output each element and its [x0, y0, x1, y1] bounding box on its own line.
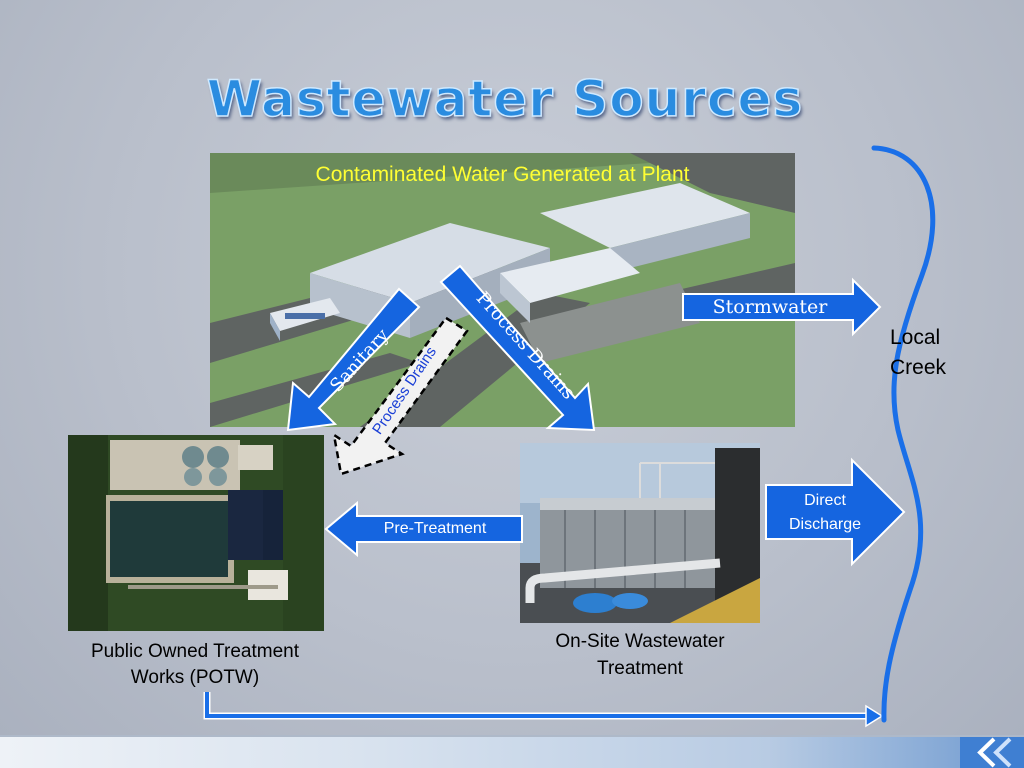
- sanitary-arrow: [286, 287, 421, 432]
- plant-rendering-image: [210, 153, 795, 427]
- footer-divider: [0, 735, 1024, 737]
- potw-caption-line1: Public Owned Treatment: [90, 641, 300, 662]
- direct-discharge-arrow: [765, 457, 906, 567]
- onsite-treatment-image: [520, 443, 760, 623]
- process-drains-dashed-arrow: [332, 316, 469, 476]
- onsite-caption-line2: Treatment: [597, 658, 683, 679]
- local-creek-label-line1: Local: [890, 326, 941, 349]
- slide-title: Wastewater Sources: [206, 69, 804, 129]
- direct-discharge-label-line1: Direct: [804, 492, 846, 509]
- pre-treatment-arrow-label: Pre-Treatment: [383, 520, 487, 537]
- plant-label: Contaminated Water Generated at Plant: [315, 163, 690, 186]
- potw-caption-line2: Works (POTW): [130, 667, 260, 688]
- potw-to-creek-line: [203, 692, 866, 720]
- stormwater-arrow-label: Stormwater: [712, 296, 828, 318]
- footer-chevron-icon: [960, 737, 1024, 768]
- stormwater-arrow: [682, 277, 882, 337]
- local-creek-line: [871, 145, 936, 723]
- onsite-caption-line1: On-Site Wastewater: [555, 631, 725, 652]
- potw-aerial-image: [68, 435, 324, 631]
- direct-discharge-label-line2: Discharge: [788, 516, 862, 533]
- pre-treatment-arrow: [324, 500, 523, 558]
- footer-band: [0, 737, 1024, 768]
- process-drains-arrow: [439, 264, 596, 432]
- local-creek-label-line2: Creek: [890, 356, 947, 379]
